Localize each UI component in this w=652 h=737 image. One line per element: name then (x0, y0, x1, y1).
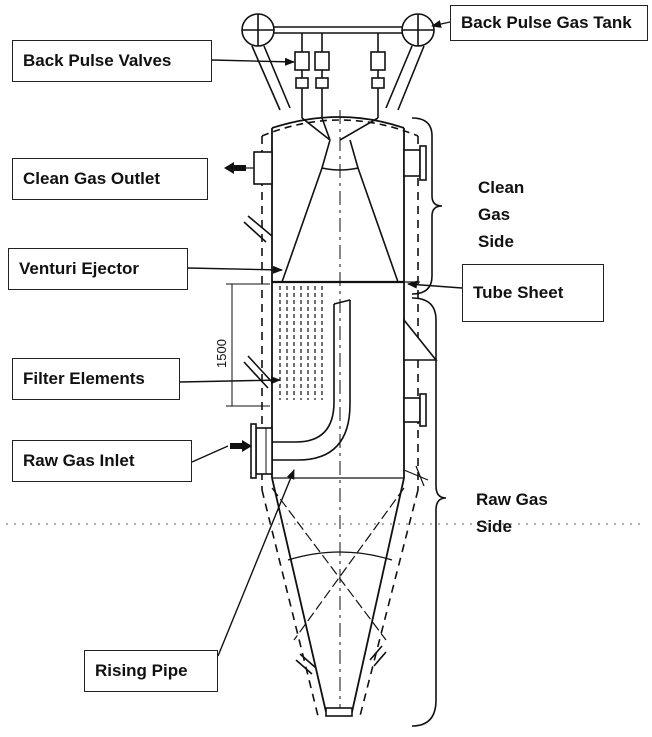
clean-gas-side-line-3: Side (478, 232, 514, 251)
gas-tank-right (401, 13, 435, 47)
label-back-pulse-gas-tank: Back Pulse Gas Tank (450, 5, 648, 41)
label-raw-gas-inlet: Raw Gas Inlet (12, 440, 192, 482)
leader-rising-pipe (217, 469, 295, 657)
rising-pipe (272, 299, 351, 461)
label-rising-pipe: Rising Pipe (84, 650, 218, 692)
raw-gas-side-line-1: Raw Gas (476, 490, 548, 509)
label-clean-gas-outlet: Clean Gas Outlet (12, 158, 208, 200)
label-filter-elements: Filter Elements (12, 358, 180, 400)
label-back-pulse-valves: Back Pulse Valves (12, 40, 212, 82)
back-pulse-valve-assembly (294, 33, 386, 141)
clean-gas-side-line-1: Clean (478, 178, 525, 197)
leader-venturi-ejector (187, 265, 283, 274)
venturi-ejector (281, 139, 399, 283)
leader-back-pulse-valves (211, 57, 295, 66)
clean-gas-outlet-arrow (224, 162, 246, 174)
label-tube-sheet: Tube Sheet (462, 264, 604, 322)
raw-gas-side-text: Raw Gas Side (476, 486, 548, 540)
dimension-1500: 1500 (214, 339, 229, 368)
leader-filter-elements (179, 376, 281, 385)
raw-gas-side-line-2: Side (476, 517, 512, 536)
leader-tube-sheet (407, 280, 463, 289)
leader-raw-gas-inlet (191, 445, 229, 463)
filter-elements (279, 286, 323, 400)
label-venturi-ejector: Venturi Ejector (8, 248, 188, 290)
clean-gas-side-line-2: Gas (478, 205, 511, 224)
raw-gas-inlet-arrow (230, 440, 252, 452)
gas-tank-left (241, 13, 275, 47)
clean-gas-side-text: Clean Gas Side (478, 174, 524, 255)
leader-back-pulse-gas-tank (431, 20, 451, 28)
